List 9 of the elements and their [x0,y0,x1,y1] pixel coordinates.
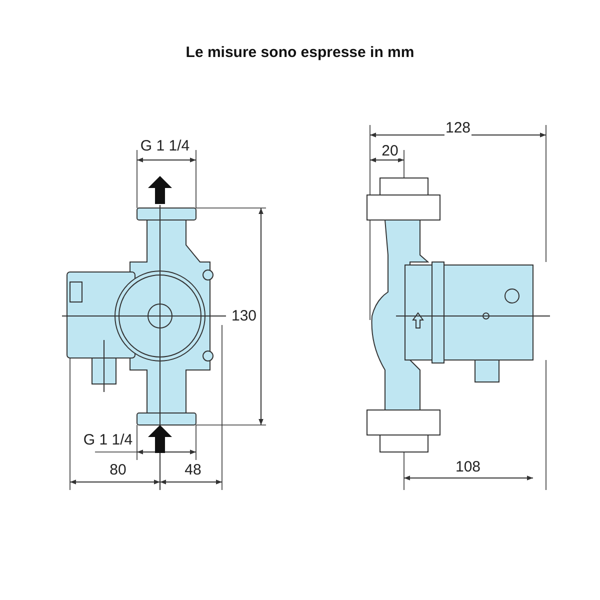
dimension-label: G 1 1/4 [139,138,191,154]
dimension-label: 108 [454,460,482,474]
dimension-label: 20 [380,144,400,158]
dimension-label: G 1 1/4 [82,432,134,448]
title: Le misure sono espresse in mm [184,44,416,61]
dimension-label: 80 [108,462,128,478]
dimension-label: 128 [444,120,472,136]
dimension-label: 130 [230,308,258,324]
dimension-label: 48 [184,462,202,478]
